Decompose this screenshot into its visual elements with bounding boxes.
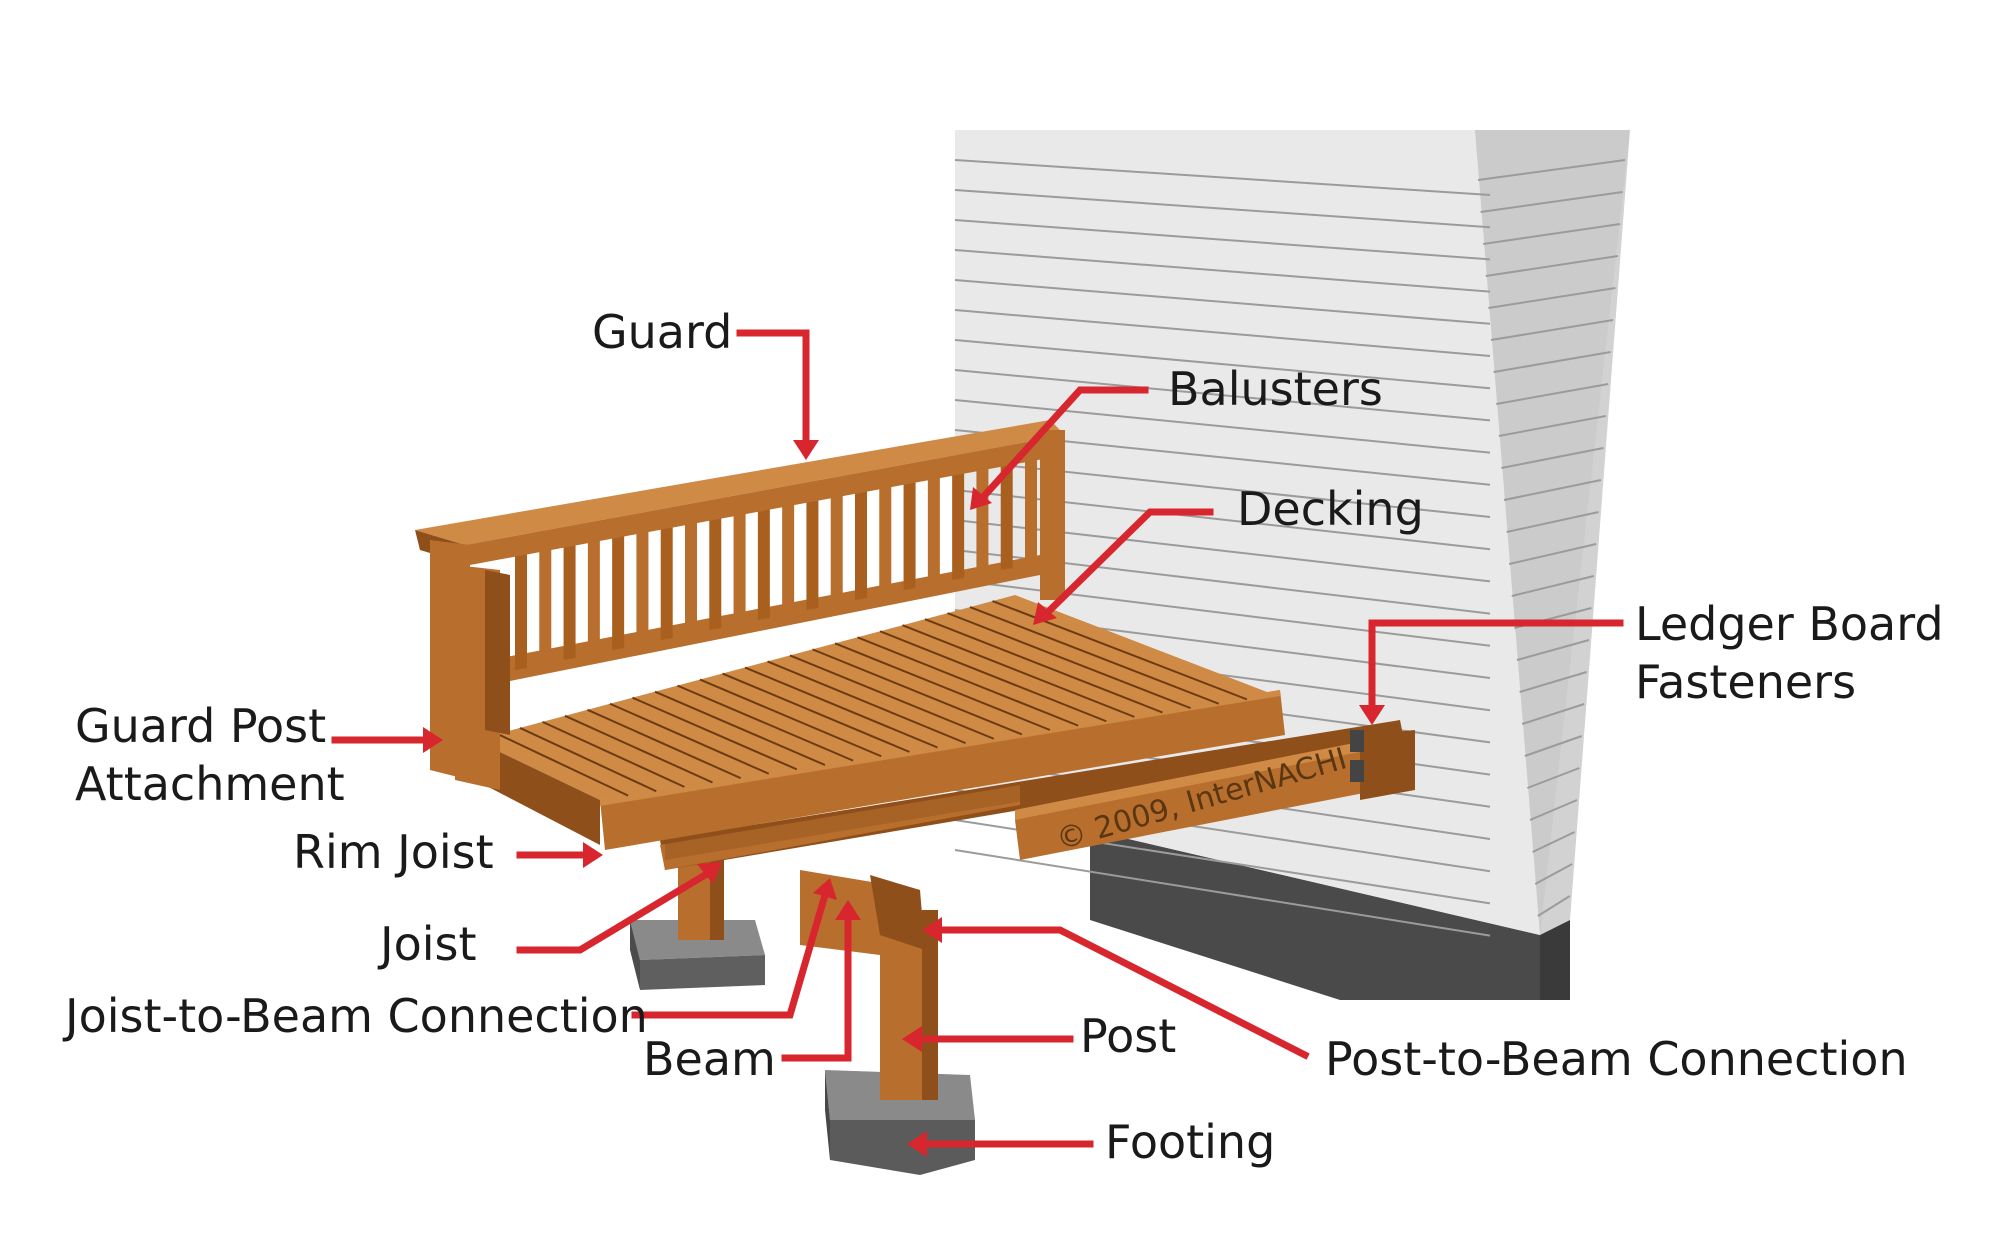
label-guard-post-line2: Attachment (75, 757, 345, 811)
house-foundation (1090, 830, 1540, 1000)
labels: Guard Balusters Decking Ledger Board Fas… (62, 305, 1944, 1169)
label-joist-to-beam: Joist-to-Beam Connection (62, 989, 648, 1043)
label-guard: Guard (592, 305, 732, 359)
callout-arrows (331, 329, 1624, 1157)
label-beam: Beam (643, 1032, 776, 1086)
guard (415, 420, 1065, 790)
label-post-to-beam: Post-to-Beam Connection (1325, 1032, 1908, 1086)
label-rim-joist: Rim Joist (293, 825, 494, 879)
decking (475, 595, 1275, 845)
label-ledger-board-line2: Fasteners (1635, 655, 1856, 709)
label-footing: Footing (1105, 1115, 1275, 1169)
label-balusters: Balusters (1168, 362, 1383, 416)
label-decking: Decking (1237, 482, 1424, 536)
ledger-board (1015, 730, 1415, 860)
label-guard-post-line1: Guard Post (75, 699, 326, 753)
label-ledger-board-line1: Ledger Board (1635, 597, 1944, 651)
label-joist: Joist (377, 917, 477, 971)
label-post: Post (1080, 1009, 1176, 1063)
